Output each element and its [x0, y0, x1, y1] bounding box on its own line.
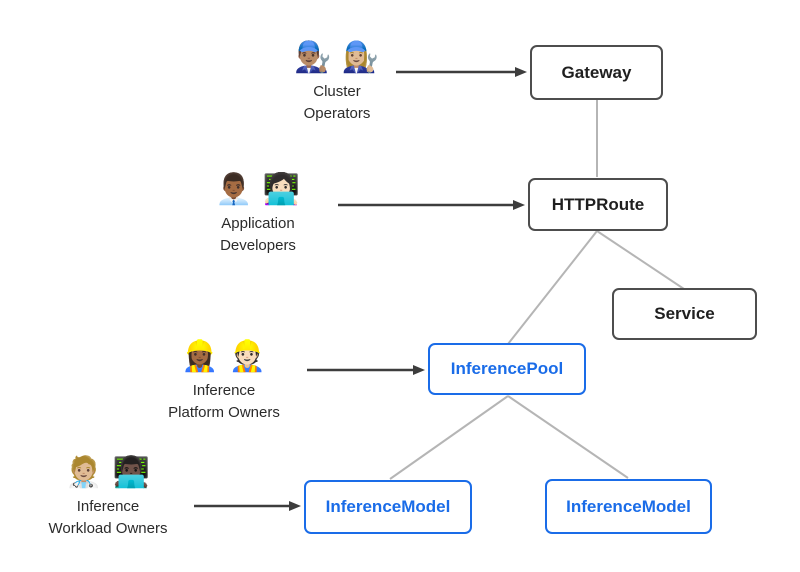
actor-label-line1: Application	[221, 215, 295, 232]
developers-emoji-icon: 👨🏾‍💼 👩🏻‍💻	[214, 173, 302, 206]
connector-inferencepool-inferencemodel-right	[507, 395, 629, 479]
workload-owners-emoji-icon: 🧑🏼‍⚕️ 👨🏿‍💻	[64, 456, 152, 489]
actor-cluster-operators: 👨🏽‍🔧 👩🏼‍🔧 Cluster Operators	[247, 35, 427, 125]
node-httproute: HTTPRoute	[528, 178, 668, 231]
actor-label-line1: Inference	[76, 498, 140, 515]
actor-label-line1: Inference	[192, 382, 256, 399]
actor-label-line2: Operators	[303, 105, 371, 122]
actor-label-line2: Workload Owners	[48, 520, 168, 537]
node-inferencepool: InferencePool	[428, 343, 586, 395]
mechanics-emoji-icon: 👨🏽‍🔧 👩🏼‍🔧	[293, 41, 381, 74]
actor-label-line2: Platform Owners	[168, 404, 280, 421]
connector-httproute-inferencepool	[507, 230, 598, 345]
actor-inference-workload-owners: 🧑🏼‍⚕️ 👨🏿‍💻 Inference Workload Owners	[18, 450, 198, 540]
node-inferencemodel-right: InferenceModel	[545, 479, 712, 534]
actor-inference-platform-owners: 👷🏾‍♀️ 👷🏻 Inference Platform Owners	[134, 334, 314, 424]
actor-application-developers: 👨🏾‍💼 👩🏻‍💻 Application Developers	[168, 167, 348, 257]
construction-workers-emoji-icon: 👷🏾‍♀️ 👷🏻	[180, 340, 268, 373]
node-gateway: Gateway	[530, 45, 663, 100]
connector-inferencepool-inferencemodel-left	[389, 395, 509, 480]
actor-label-line1: Cluster	[313, 83, 361, 100]
actor-label-line2: Developers	[220, 237, 296, 254]
node-service: Service	[612, 288, 757, 340]
connector-httproute-service	[596, 230, 685, 290]
node-inferencemodel-left: InferenceModel	[304, 480, 472, 534]
